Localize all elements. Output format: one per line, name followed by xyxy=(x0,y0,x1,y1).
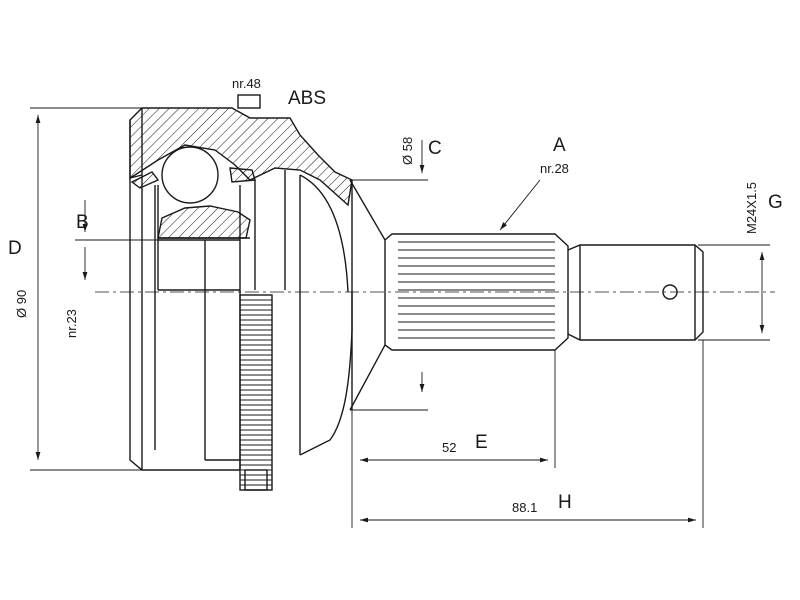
label-e-dim: 52 xyxy=(442,440,456,455)
dim-d: D Ø 90 xyxy=(8,107,142,471)
dim-h: 88.1 H xyxy=(351,340,704,528)
callout-a: A nr.28 xyxy=(499,135,569,231)
dim-b: B nr.23 xyxy=(64,200,158,338)
label-b-spline: nr.23 xyxy=(64,309,79,338)
label-c-dim: Ø 58 xyxy=(400,137,415,165)
label-b: B xyxy=(76,212,89,233)
label-abs-teeth: nr.48 xyxy=(232,76,261,91)
dim-e: 52 E xyxy=(351,350,556,468)
outer-housing xyxy=(129,107,353,471)
abs-nib xyxy=(237,94,261,109)
label-a-spline: nr.28 xyxy=(540,161,569,176)
abs-callout: nr.48 ABS xyxy=(232,76,326,109)
label-g: G xyxy=(768,192,783,213)
label-abs: ABS xyxy=(288,88,326,109)
label-d: D xyxy=(8,238,22,259)
dim-c: C Ø 58 xyxy=(350,137,442,411)
label-a: A xyxy=(553,135,566,156)
label-c: C xyxy=(428,138,442,159)
output-shaft xyxy=(349,179,704,411)
ball-and-race xyxy=(130,146,256,239)
label-h-dim: 88.1 xyxy=(512,500,537,515)
label-g-thread: M24X1.5 xyxy=(744,182,759,234)
label-d-dim: Ø 90 xyxy=(14,290,29,318)
label-h: H xyxy=(558,492,572,513)
abs-ring xyxy=(239,294,273,491)
dim-g: G M24X1.5 xyxy=(698,182,783,341)
label-e: E xyxy=(475,432,488,453)
